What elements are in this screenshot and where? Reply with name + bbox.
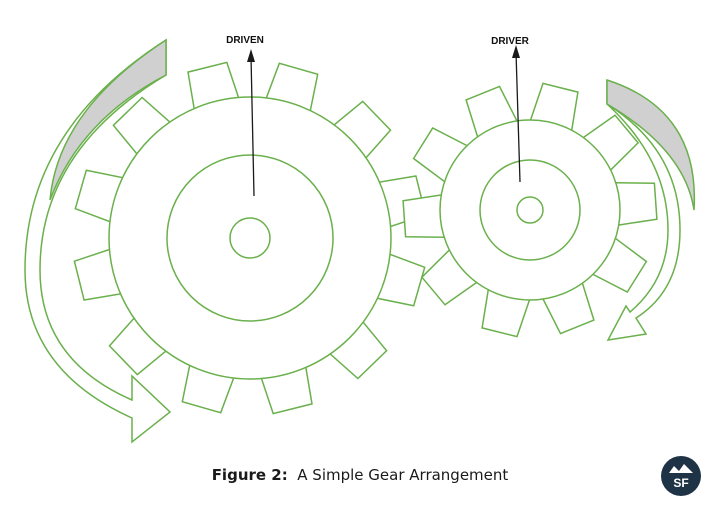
driven-gear-body [108,96,392,380]
sf-logo-icon: SF [661,456,701,496]
driven-gear-inner-ring [166,154,334,322]
figure-number: Figure 2: [211,466,288,484]
driven-pointer-arrowhead [247,49,255,62]
rotation-arrow-right-band [606,78,696,211]
driver-gear-hub [516,196,544,224]
driver-gear-inner-ring [479,159,581,261]
figure-caption: Figure 2: A Simple Gear Arrangement [0,466,720,484]
logo-text: SF [673,476,688,490]
driven-label: DRIVEN [226,35,264,46]
driven-gear-hub [229,217,271,259]
driver-label: DRIVER [491,36,530,47]
driver-pointer-line [515,51,521,183]
driver-gear-body [439,119,621,301]
rotation-arrow-left-band [49,38,167,201]
driver-pointer-arrowhead [512,45,520,58]
driven-pointer-line [250,55,255,197]
figure-title: A Simple Gear Arrangement [297,466,509,484]
rotation-arrow-right [606,80,681,341]
